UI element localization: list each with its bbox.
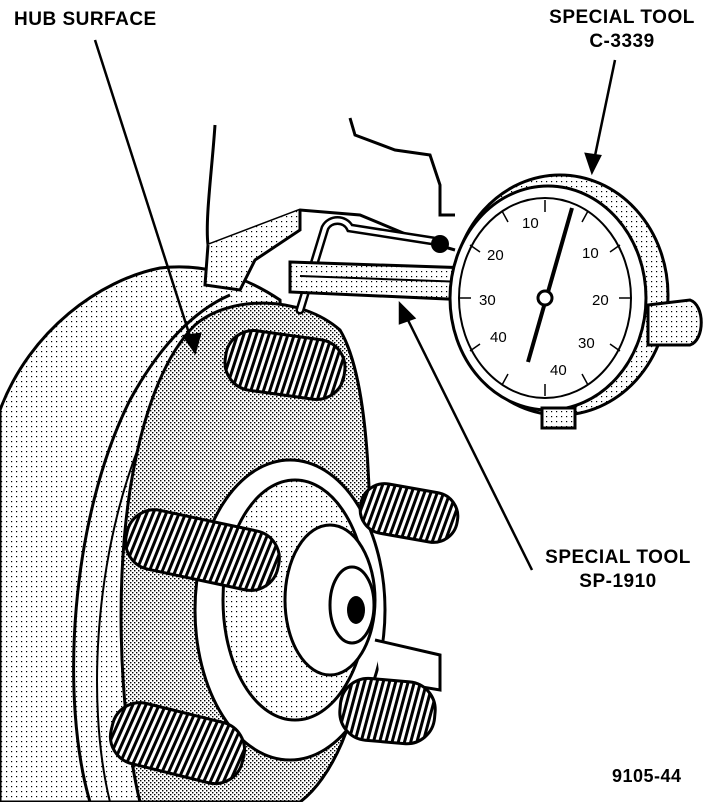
wheel-stud bbox=[108, 701, 247, 786]
label-line: SPECIAL TOOL bbox=[545, 547, 691, 568]
dial-number: 40 bbox=[490, 329, 507, 346]
dial-needle-pivot bbox=[536, 289, 554, 307]
dial-number: 10 bbox=[522, 215, 539, 232]
dial-needle bbox=[526, 207, 574, 363]
leader-c3339 bbox=[590, 59, 617, 171]
wheel-stud bbox=[124, 508, 281, 592]
wheel-studs bbox=[108, 329, 460, 786]
dial-number: 30 bbox=[578, 335, 595, 352]
arrowhead bbox=[181, 332, 202, 355]
wheel-stud bbox=[358, 482, 460, 544]
wheel-stud bbox=[338, 676, 437, 746]
leader-sp1910 bbox=[400, 307, 534, 571]
arrowhead bbox=[584, 152, 602, 176]
dial-number: 30 bbox=[479, 292, 496, 309]
hub-center bbox=[193, 458, 442, 762]
arrowhead bbox=[398, 300, 417, 325]
label-line: SP-1910 bbox=[579, 571, 657, 592]
leader-hub-surface bbox=[93, 39, 197, 353]
hub-surface-label: HUB SURFACE bbox=[14, 9, 157, 30]
dial-indicator-c3339: 10 20 30 40 20 30 40 10 bbox=[448, 173, 703, 430]
steering-knuckle bbox=[203, 117, 456, 292]
dial-number: 20 bbox=[592, 292, 609, 309]
leader-lines bbox=[93, 39, 617, 571]
wheel-stud bbox=[223, 329, 347, 401]
dial-number: 10 bbox=[582, 245, 599, 262]
dial-tick-marks bbox=[459, 200, 631, 396]
label-line: SPECIAL TOOL bbox=[549, 7, 695, 28]
special-tool-c3339-label: SPECIAL TOOL C-3339 bbox=[532, 6, 712, 54]
dial-number: 40 bbox=[550, 362, 567, 379]
dial-stem bbox=[646, 298, 703, 347]
special-tool-sp1910 bbox=[288, 216, 472, 315]
dial-lug bbox=[540, 406, 577, 430]
label-line: C-3339 bbox=[589, 31, 655, 52]
figure-number: 9105-44 bbox=[612, 766, 682, 786]
special-tool-sp1910-label: SPECIAL TOOL SP-1910 bbox=[528, 546, 708, 594]
dial-number: 20 bbox=[487, 247, 504, 264]
